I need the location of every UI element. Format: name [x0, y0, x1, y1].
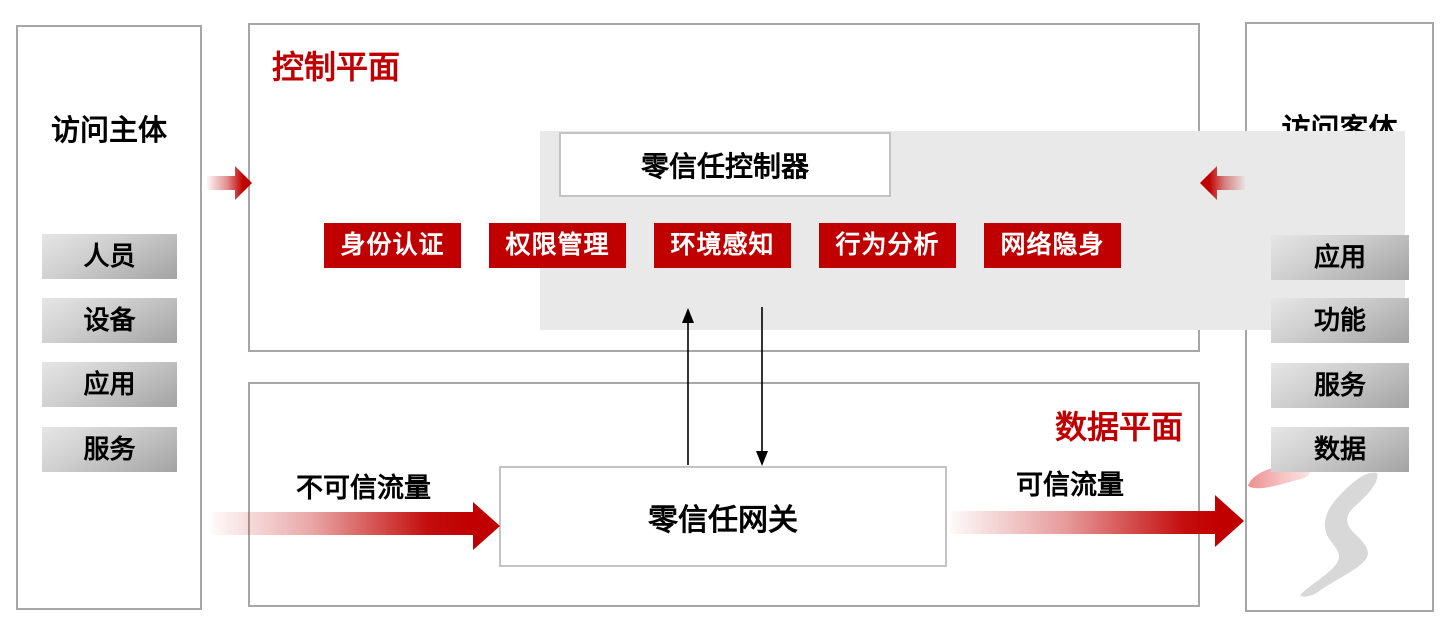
zero-trust-controller-box: 零信任控制器 [559, 132, 891, 197]
logo-swoosh-decoration [1248, 465, 1378, 597]
subject-item: 人员 [42, 234, 177, 279]
object-item: 数据 [1271, 427, 1409, 472]
arrow-down-icon [756, 451, 768, 466]
capability-button: 网络隐身 [984, 223, 1121, 268]
subject-item: 服务 [42, 427, 177, 472]
object-item: 服务 [1271, 363, 1409, 408]
swoosh-gray-ribbon [1300, 472, 1378, 597]
subject-item: 设备 [42, 298, 177, 343]
arrow-right-icon [212, 502, 500, 550]
untrusted-flow-arrow [212, 502, 500, 550]
arrow-right-icon [950, 495, 1244, 547]
trusted-traffic-label: 可信流量 [1016, 470, 1124, 500]
arrow-up-icon [682, 308, 694, 323]
arrow-left-icon [1200, 166, 1245, 200]
capability-row: 身份认证 权限管理 环境感知 行为分析 网络隐身 [324, 223, 1128, 268]
trusted-flow-arrow [950, 495, 1244, 547]
arrow-right-icon [207, 166, 252, 200]
object-item: 功能 [1271, 298, 1409, 343]
subject-item: 应用 [42, 362, 177, 407]
subject-to-control-arrow [207, 166, 252, 200]
capability-button: 权限管理 [489, 223, 626, 268]
data-plane-title: 数据平面 [1054, 409, 1183, 445]
controller-gateway-arrows [682, 307, 768, 466]
capability-button: 身份认证 [324, 223, 461, 268]
object-item: 应用 [1271, 235, 1409, 280]
capability-button: 环境感知 [654, 223, 791, 268]
zero-trust-gateway-box: 零信任网关 [499, 466, 947, 567]
object-to-control-arrow [1200, 166, 1245, 200]
access-subject-title: 访问主体 [50, 115, 167, 147]
untrusted-traffic-label: 不可信流量 [296, 473, 431, 503]
capability-button: 行为分析 [819, 223, 956, 268]
control-plane-title: 控制平面 [272, 49, 401, 85]
